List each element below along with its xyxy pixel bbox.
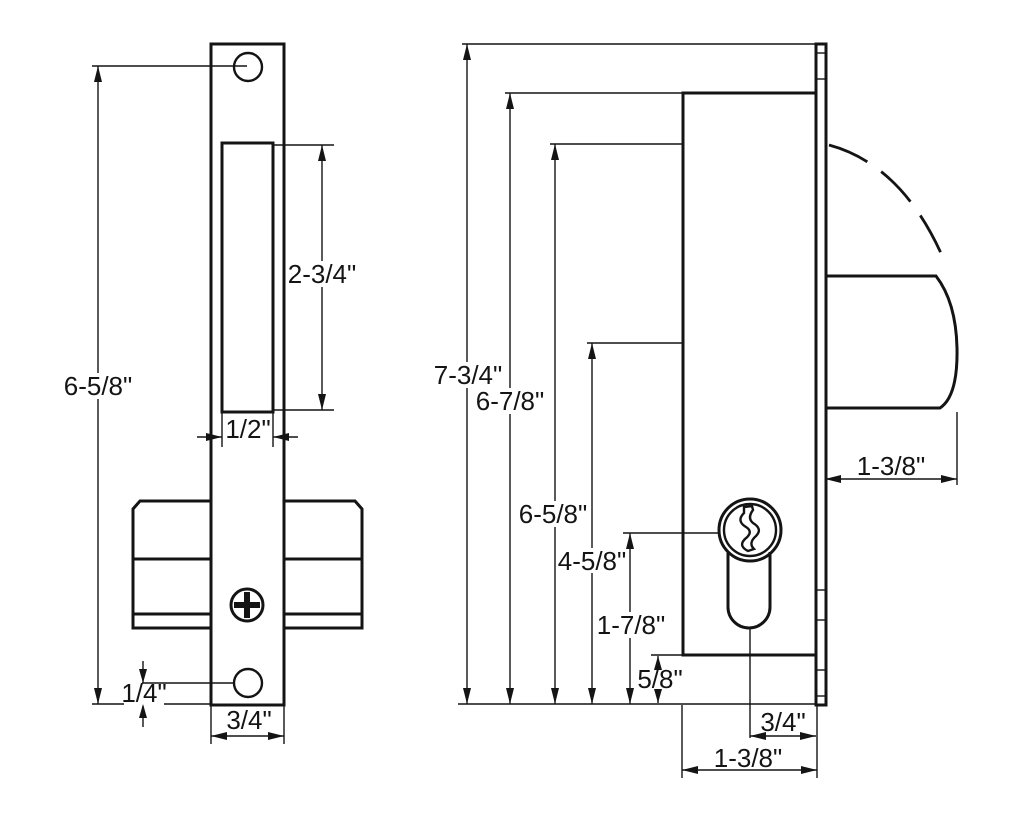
faceplate-front-view [131, 42, 364, 707]
bottom-screw-hole [232, 667, 264, 699]
lock-case-side-view [681, 42, 959, 707]
dim-label-slot-height: 2-3/4" [288, 259, 357, 289]
dim-label-cylinder-height: 1-7/8" [597, 610, 666, 640]
cylinder-right-block [285, 499, 364, 630]
dim-label-bolt-swing-height: 6-5/8" [519, 499, 588, 529]
cylinder-left-block [131, 499, 212, 630]
bolt-swing-arc [828, 143, 946, 261]
keyway-icon [739, 504, 761, 553]
dim-label-faceplate-height: 6-5/8" [64, 371, 133, 401]
dim-label-hub-height: 4-5/8" [558, 546, 627, 576]
euro-cylinder-profile [717, 497, 783, 630]
top-screw-hole [232, 51, 264, 83]
phillips-screw [229, 587, 265, 623]
lock-case-outline [681, 91, 818, 657]
dim-label-plate-width: 3/4" [226, 705, 271, 735]
dim-label-bolt-throw: 1-3/8" [857, 451, 926, 481]
dim-label-overall-height: 7-3/4" [434, 360, 503, 390]
dim-label-hole-offset: 1/4" [121, 678, 166, 708]
faceplate-outline [209, 42, 286, 707]
label-masks [66, 261, 928, 768]
dimension-arrows [94, 44, 957, 774]
dim-label-case-width: 1-3/8" [714, 743, 783, 773]
latch-slot [220, 141, 275, 414]
faceplate-edge-strip [814, 42, 828, 707]
hook-bolt [826, 274, 959, 410]
dim-label-case-height: 6-7/8" [476, 386, 545, 416]
dimension-labels: 6-5/8" 2-3/4" 1/2" 1/4" 3/4" 7-3/4" 6-7/… [64, 259, 926, 773]
dim-label-cylinder-backset: 3/4" [760, 707, 805, 737]
dim-label-case-bottom-offset: 5/8" [637, 664, 682, 694]
dim-label-slot-width: 1/2" [225, 414, 270, 444]
